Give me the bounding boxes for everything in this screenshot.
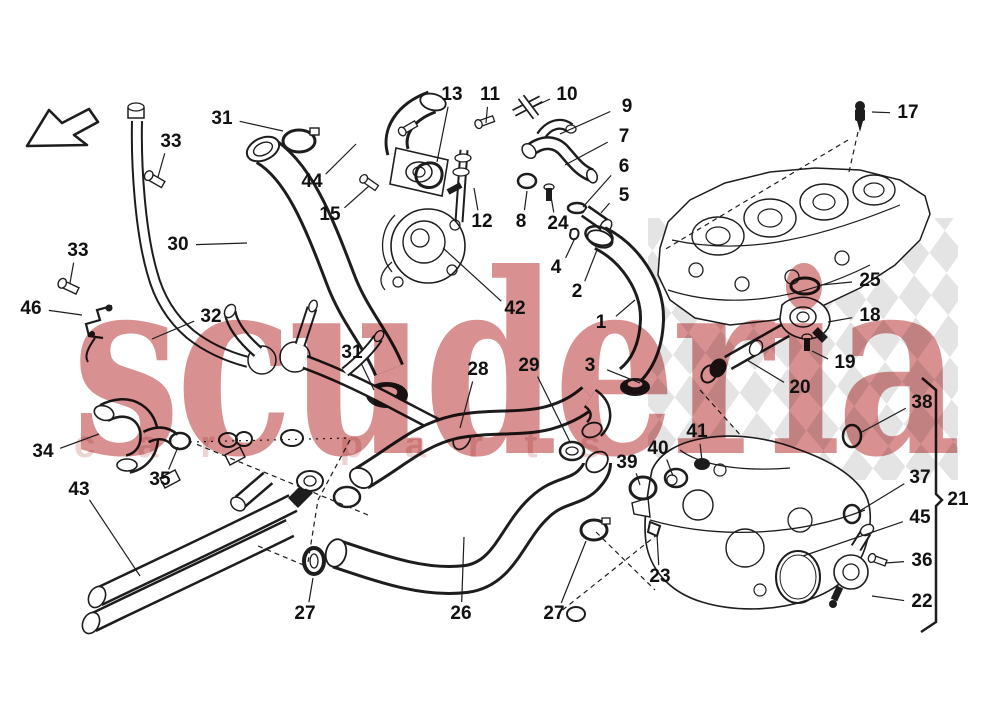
- gasket-13-art: [414, 161, 444, 189]
- callout-10: 10: [556, 84, 578, 105]
- callout-12: 12: [471, 211, 493, 232]
- callout-35: 35: [149, 469, 171, 490]
- callout-40: 40: [647, 438, 669, 459]
- callout-11: 11: [479, 84, 501, 105]
- callout-42: 42: [504, 298, 526, 319]
- hose-28-art: [332, 386, 612, 509]
- callout-32: 32: [200, 306, 222, 327]
- thermostat-18-art: [699, 276, 831, 449]
- callout-39: 39: [616, 452, 638, 473]
- callout-18: 18: [859, 305, 881, 326]
- callout-22: 22: [911, 591, 933, 612]
- elbow-44-art: [359, 90, 449, 197]
- callout-26: 26: [450, 603, 472, 624]
- washer-6-art: [566, 201, 588, 215]
- pump-42-art: [380, 208, 466, 291]
- callout-7: 7: [618, 126, 630, 147]
- bracket-46-art: [84, 304, 113, 363]
- callout-36: 36: [911, 550, 933, 571]
- callout-27-a: 27: [294, 603, 316, 624]
- bolt-24-art: [543, 183, 555, 201]
- o-ring-37-art: [842, 503, 862, 525]
- callout-46: 46: [20, 298, 42, 319]
- hose-7-cluster-art: [516, 136, 613, 241]
- o-ring-40-art: [663, 467, 689, 489]
- bolt-19-art: [801, 333, 813, 351]
- gasket-45-art: [775, 550, 821, 604]
- union-12-art: [446, 114, 496, 223]
- clamp-27b-art: [579, 518, 609, 542]
- callout-24: 24: [547, 213, 569, 234]
- callout-43: 43: [68, 479, 90, 500]
- callout-9: 9: [621, 96, 633, 117]
- callout-41: 41: [686, 421, 708, 442]
- callout-4: 4: [550, 257, 562, 278]
- clamp-8-art: [516, 172, 538, 190]
- flange-27a-art: [302, 546, 326, 576]
- callout-31-b: 31: [341, 342, 363, 363]
- callout-37: 37: [909, 467, 931, 488]
- callout-34: 34: [32, 441, 54, 462]
- callout-29: 29: [518, 355, 540, 376]
- callout-2: 2: [571, 281, 583, 302]
- callout-38: 38: [911, 392, 933, 413]
- callout-6: 6: [618, 156, 630, 177]
- callout-21: 21: [947, 489, 969, 510]
- callout-23: 23: [649, 566, 671, 587]
- pump-21-art: [559, 423, 888, 613]
- bolt-33a-art: [143, 170, 166, 189]
- callout-20: 20: [789, 377, 811, 398]
- callout-5: 5: [618, 185, 630, 206]
- callout-1: 1: [595, 312, 607, 333]
- callout-44: 44: [301, 171, 323, 192]
- bolt-33b-art: [57, 277, 80, 296]
- group-bracket-21: [920, 377, 944, 634]
- callout-33-a: 33: [160, 131, 182, 152]
- cap-20-art: [709, 358, 727, 378]
- o-ring-25-art: [789, 276, 821, 296]
- clamp-29-art: [558, 440, 586, 462]
- assembly-lines-art: [189, 437, 369, 567]
- callout-27-b: 27: [543, 603, 565, 624]
- valve-cover-art: [657, 167, 931, 326]
- pipes-43-art: [81, 446, 324, 635]
- clamp-35-art: [168, 431, 192, 451]
- callout-8: 8: [515, 211, 527, 232]
- hose-34-art: [93, 398, 304, 474]
- hose-26-art: [302, 450, 612, 622]
- hose-1-art: [584, 225, 665, 396]
- fitting-10-art: [512, 94, 543, 120]
- fitting-9-art: [536, 118, 577, 140]
- callout-13: 13: [441, 84, 463, 105]
- callout-28: 28: [467, 359, 489, 380]
- watermark-tagline-text: car parts: [74, 424, 643, 466]
- clamp-2-art: [584, 225, 614, 247]
- o-ring-38-art: [841, 423, 863, 449]
- callout-31-a: 31: [211, 108, 233, 129]
- watermark-brand-text: scuderia: [72, 218, 962, 512]
- o-ring-39-art: [628, 475, 658, 501]
- callout-45: 45: [909, 507, 931, 528]
- callout-15: 15: [319, 204, 341, 225]
- plug-41-art: [694, 458, 710, 470]
- direction-arrow-icon: [25, 107, 100, 148]
- callout-25: 25: [859, 270, 881, 291]
- temperature-sensor-art: [663, 101, 865, 251]
- callout-30: 30: [167, 234, 189, 255]
- callout-17: 17: [897, 102, 919, 123]
- callout-33-b: 33: [67, 240, 89, 261]
- clip-4-art: [568, 227, 580, 241]
- callout-3: 3: [584, 355, 596, 376]
- callout-19: 19: [834, 352, 856, 373]
